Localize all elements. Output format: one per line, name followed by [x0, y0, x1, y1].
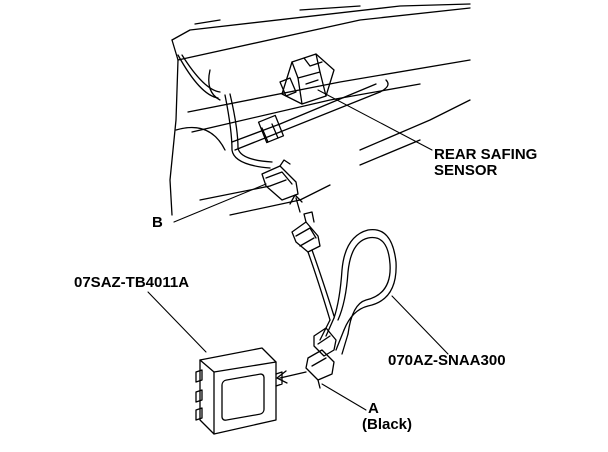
connector-b-label: B — [152, 214, 163, 231]
connector-a-color-label: (Black) — [362, 416, 413, 433]
vehicle-body-panel — [169, 3, 471, 216]
rear-safing-sensor-label-line1: REAR SAFING — [434, 146, 538, 163]
connect-arrow-a — [276, 370, 307, 384]
harness-label: 070AZ-SNAA300 — [388, 352, 506, 369]
connect-arrow-b — [289, 194, 303, 213]
harness-connector-white — [313, 327, 337, 357]
connector-b — [261, 159, 299, 201]
vehicle-wire-harness — [177, 54, 389, 169]
leader-lines — [147, 89, 449, 411]
harness-connector-a — [305, 349, 335, 389]
rear-safing-sensor-label-line2: SENSOR — [434, 162, 498, 179]
connector-a-label: A — [368, 400, 379, 417]
rear-safing-sensor — [279, 53, 335, 105]
test-box — [195, 347, 283, 435]
test-box-label: 07SAZ-TB4011A — [74, 274, 190, 291]
test-harness-cable — [307, 228, 397, 355]
harness-connector-b — [291, 211, 321, 253]
